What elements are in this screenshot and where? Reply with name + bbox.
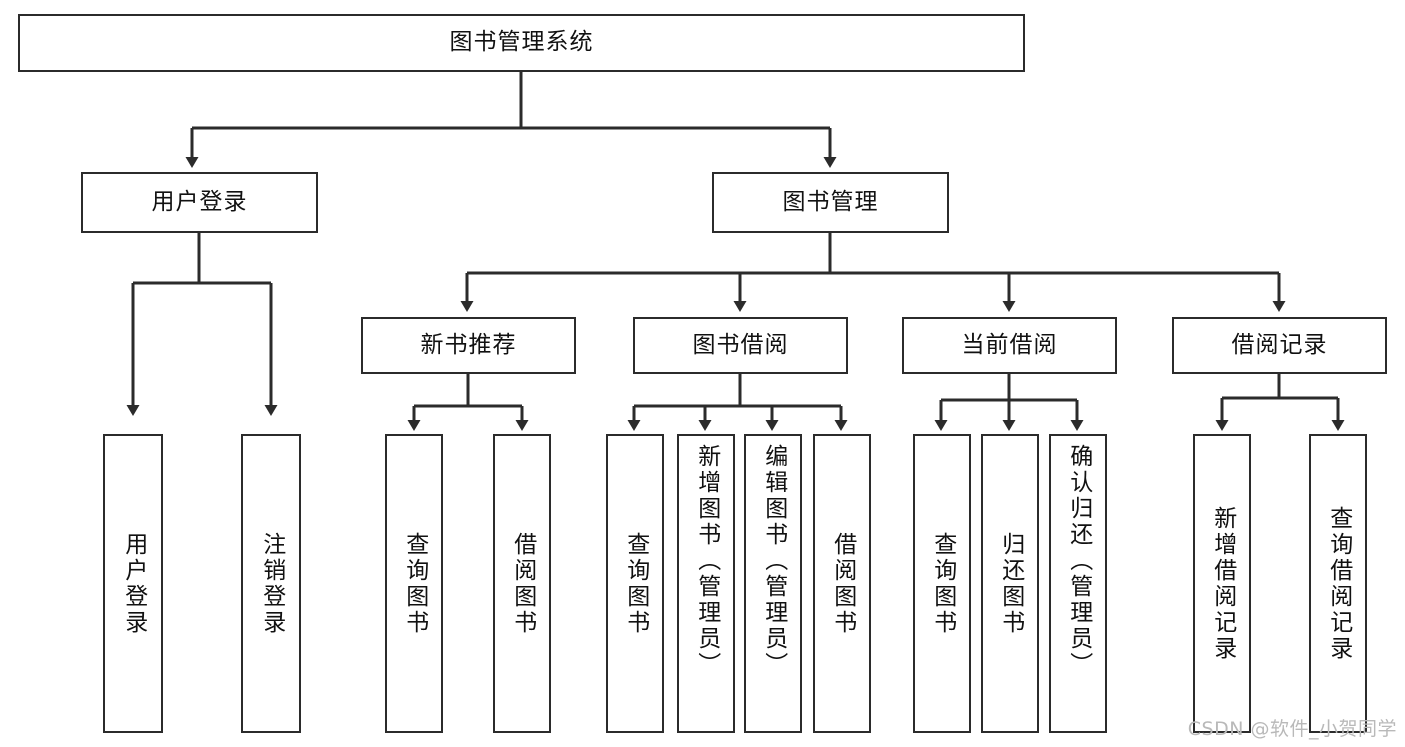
leaf-book-borrow-1[interactable]: 查询图书 [606, 434, 664, 733]
leaf-book-borrow-2[interactable]: 新增图书（管理员） [677, 434, 735, 733]
leaf-new-book-1-label: 查询图书 [401, 531, 428, 636]
leaf-borrow-record-2-label: 查询借阅记录 [1325, 505, 1352, 662]
node-book-borrow[interactable]: 图书借阅 [633, 317, 848, 374]
leaf-new-book-2-label: 借阅图书 [509, 531, 536, 636]
leaf-user-login-2-label: 注销登录 [258, 531, 285, 636]
leaf-book-borrow-4-label: 借阅图书 [829, 531, 856, 636]
node-new-book-recommend[interactable]: 新书推荐 [361, 317, 576, 374]
node-book-manage[interactable]: 图书管理 [712, 172, 949, 233]
leaf-user-login-1[interactable]: 用户登录 [103, 434, 163, 733]
node-root[interactable]: 图书管理系统 [18, 14, 1025, 72]
leaf-current-borrow-1[interactable]: 查询图书 [913, 434, 971, 733]
node-borrow-record-label: 借阅记录 [1231, 331, 1328, 358]
leaf-user-login-1-label: 用户登录 [120, 531, 147, 636]
node-new-book-recommend-label: 新书推荐 [420, 331, 517, 358]
leaf-book-borrow-2-label: 新增图书（管理员） [693, 444, 720, 678]
leaf-current-borrow-2[interactable]: 归还图书 [981, 434, 1039, 733]
node-current-borrow-label: 当前借阅 [961, 331, 1058, 358]
leaf-current-borrow-1-label: 查询图书 [929, 531, 956, 636]
node-user-login-label: 用户登录 [151, 188, 248, 215]
leaf-user-login-2[interactable]: 注销登录 [241, 434, 301, 733]
leaf-book-borrow-1-label: 查询图书 [622, 531, 649, 636]
leaf-new-book-1[interactable]: 查询图书 [385, 434, 443, 733]
leaf-borrow-record-1[interactable]: 新增借阅记录 [1193, 434, 1251, 733]
leaf-book-borrow-3[interactable]: 编辑图书（管理员） [744, 434, 802, 733]
leaf-book-borrow-3-label: 编辑图书（管理员） [760, 444, 787, 678]
node-user-login[interactable]: 用户登录 [81, 172, 318, 233]
leaf-new-book-2[interactable]: 借阅图书 [493, 434, 551, 733]
node-borrow-record[interactable]: 借阅记录 [1172, 317, 1387, 374]
leaf-current-borrow-3[interactable]: 确认归还（管理员） [1049, 434, 1107, 733]
node-current-borrow[interactable]: 当前借阅 [902, 317, 1117, 374]
leaf-current-borrow-3-label: 确认归还（管理员） [1065, 444, 1092, 678]
leaf-current-borrow-2-label: 归还图书 [997, 531, 1024, 636]
node-root-label: 图书管理系统 [449, 29, 594, 56]
leaf-borrow-record-2[interactable]: 查询借阅记录 [1309, 434, 1367, 733]
node-book-borrow-label: 图书借阅 [692, 331, 789, 358]
node-book-manage-label: 图书管理 [782, 188, 879, 215]
leaf-borrow-record-1-label: 新增借阅记录 [1209, 505, 1236, 662]
leaf-book-borrow-4[interactable]: 借阅图书 [813, 434, 871, 733]
